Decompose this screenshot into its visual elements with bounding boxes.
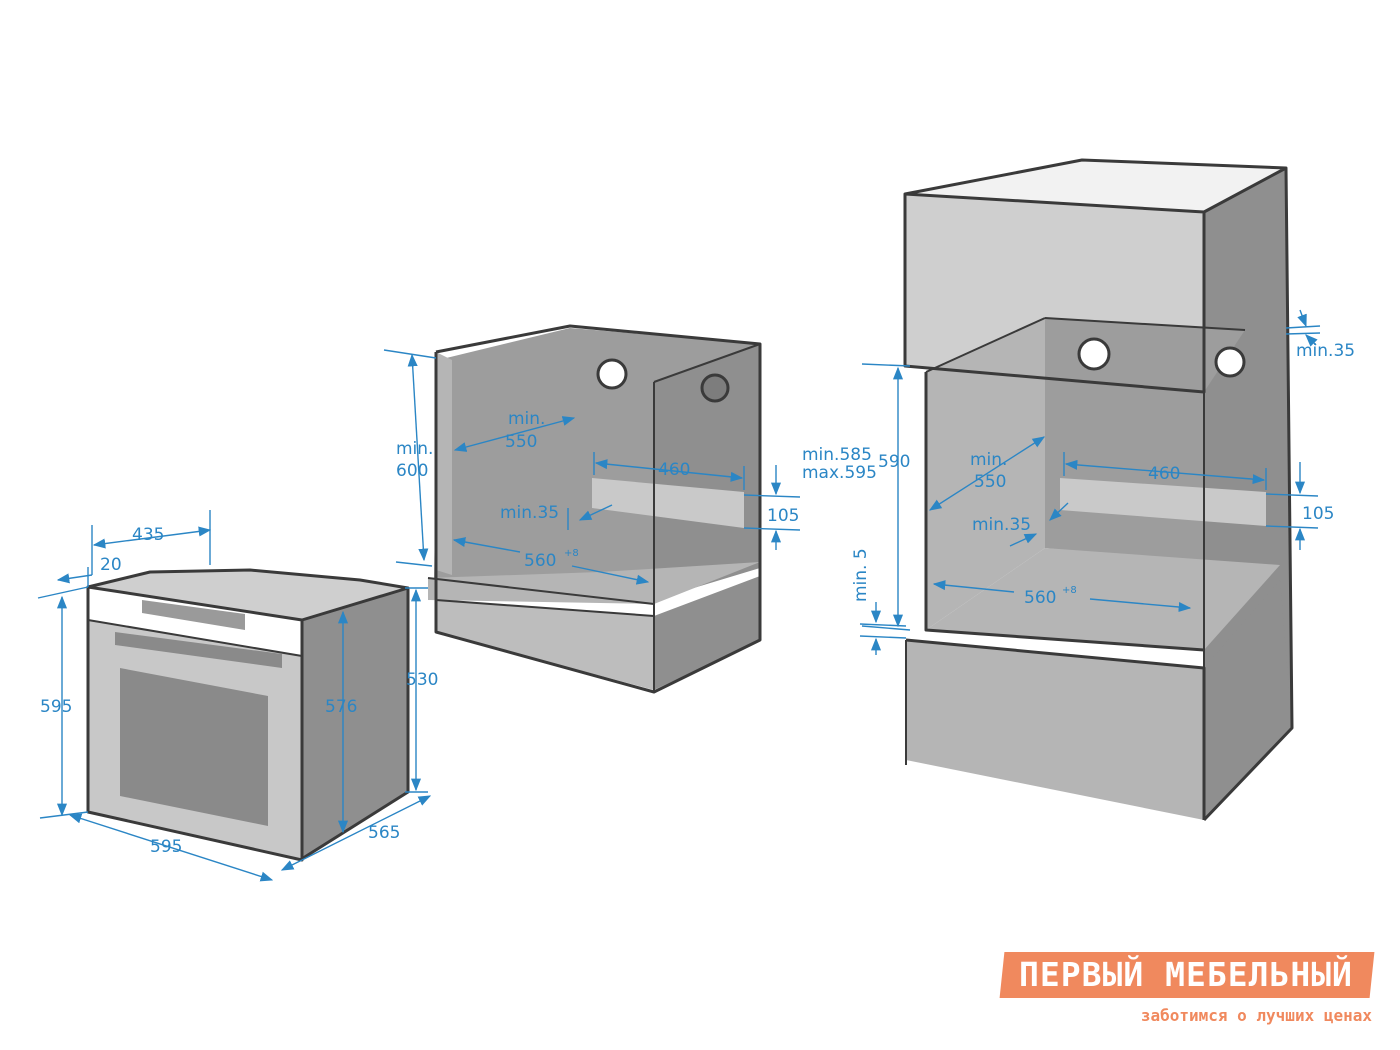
column-width-label: 560	[1024, 588, 1056, 608]
uc-width-label: 560	[524, 551, 556, 571]
oven-height-label: 595	[40, 697, 72, 717]
oven-depth-label: 565	[368, 823, 400, 843]
column-opening-max-label: max.595	[802, 463, 877, 483]
uc-vent-height-label: 105	[767, 506, 799, 526]
column-cabinet	[903, 158, 1294, 822]
uc-height-min-value: 600	[396, 461, 428, 481]
column-base-min-label: min. 5	[851, 548, 871, 602]
oven-depth-total-label: 435	[132, 525, 164, 545]
under-counter-cabinet	[427, 324, 762, 694]
column-depth-min-value: 550	[974, 472, 1006, 492]
oven-dimensions: 435 20 595 576 530 595 565	[37, 510, 438, 882]
column-gap-top-label: min.35	[1296, 341, 1355, 361]
oven-width-label: 595	[150, 837, 182, 857]
column-height-label: 590	[878, 452, 910, 472]
oven-front-offset-label: 20	[100, 555, 122, 575]
column-gap-min-label: min.35	[972, 515, 1031, 535]
uc-depth-min-label: min.	[508, 409, 545, 429]
column-width-tolerance: +8	[1062, 585, 1077, 596]
column-vent-height-label: 105	[1302, 504, 1334, 524]
uc-vent-width-label: 460	[658, 460, 690, 480]
uc-depth-min-value: 550	[505, 432, 537, 452]
column-vent-width-label: 460	[1148, 464, 1180, 484]
column-depth-min-label: min.	[970, 450, 1007, 470]
brand-logo-tagline: заботимся о лучших ценах	[1140, 1006, 1372, 1025]
under-counter-dimensions: min. 600 min. 550 460 105 min.35 560 +8	[383, 349, 801, 585]
brand-logo-title: ПЕРВЫЙ МЕБЕЛЬНЫЙ	[1019, 955, 1353, 994]
uc-gap-min-label: min.35	[500, 503, 559, 523]
column-opening-min-label: min.585	[802, 445, 872, 465]
oven-drawing	[86, 568, 410, 862]
column-dimensions: min.35 min.585 max.595 590 min. 550 460 …	[802, 309, 1355, 655]
uc-width-tolerance: +8	[564, 548, 579, 559]
brand-logo: ПЕРВЫЙ МЕБЕЛЬНЫЙ заботимся о лучших цена…	[999, 952, 1375, 1034]
oven-inner-height-label: 576	[325, 697, 357, 717]
oven-side-height-label: 530	[406, 670, 438, 690]
uc-height-min-label: min.	[396, 439, 433, 459]
